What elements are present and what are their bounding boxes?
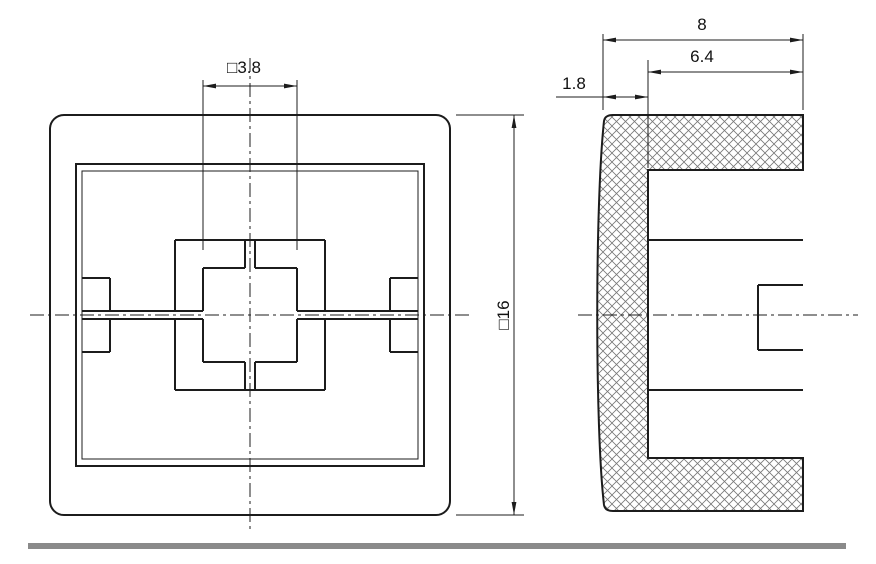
horizontal-slot-edges: [82, 310, 418, 320]
dim-label-outer: □16: [494, 300, 513, 329]
dim-label-wall: 1.8: [562, 74, 586, 93]
dim-label-cavity: 6.4: [690, 47, 714, 66]
dim-6-4-arrow-right: [790, 69, 803, 75]
front-view: □3.8 □16: [30, 58, 524, 532]
dimension-wall-1-8: 1.8: [556, 74, 648, 100]
dimension-outer-16: □16: [456, 114, 524, 516]
dim-3-8-extension-lines: [202, 80, 298, 250]
dim-3-8-arrow-left: [203, 83, 216, 89]
dim-1-8-arrow-left: [603, 94, 616, 100]
dim-label-total: 8: [697, 15, 706, 34]
dim-1-8-arrow-right: [635, 94, 648, 100]
ground-line: [28, 543, 846, 549]
dim-6-4-arrow-left: [648, 69, 661, 75]
dimension-stem-3-8: □3.8: [202, 58, 298, 250]
dim-label-stem: □3.8: [227, 58, 261, 77]
dim-16-arrow-top: [511, 115, 517, 128]
dim-8-arrow-left: [603, 37, 616, 43]
cavity-interior-edges: [648, 239, 803, 391]
dim-3-8-arrow-right: [284, 83, 297, 89]
dimension-cavity-6-4: 6.4: [647, 47, 803, 168]
dim-8-arrow-right: [790, 37, 803, 43]
right-wall-tab: [389, 277, 418, 353]
left-wall-tab: [82, 277, 111, 353]
sectioned-body-hatch-region: [596, 114, 804, 512]
side-section-view: 8 6.4 1.8: [556, 15, 858, 512]
dim-16-extension-lines: [456, 114, 524, 516]
dim-16-arrow-bottom: [511, 502, 517, 515]
